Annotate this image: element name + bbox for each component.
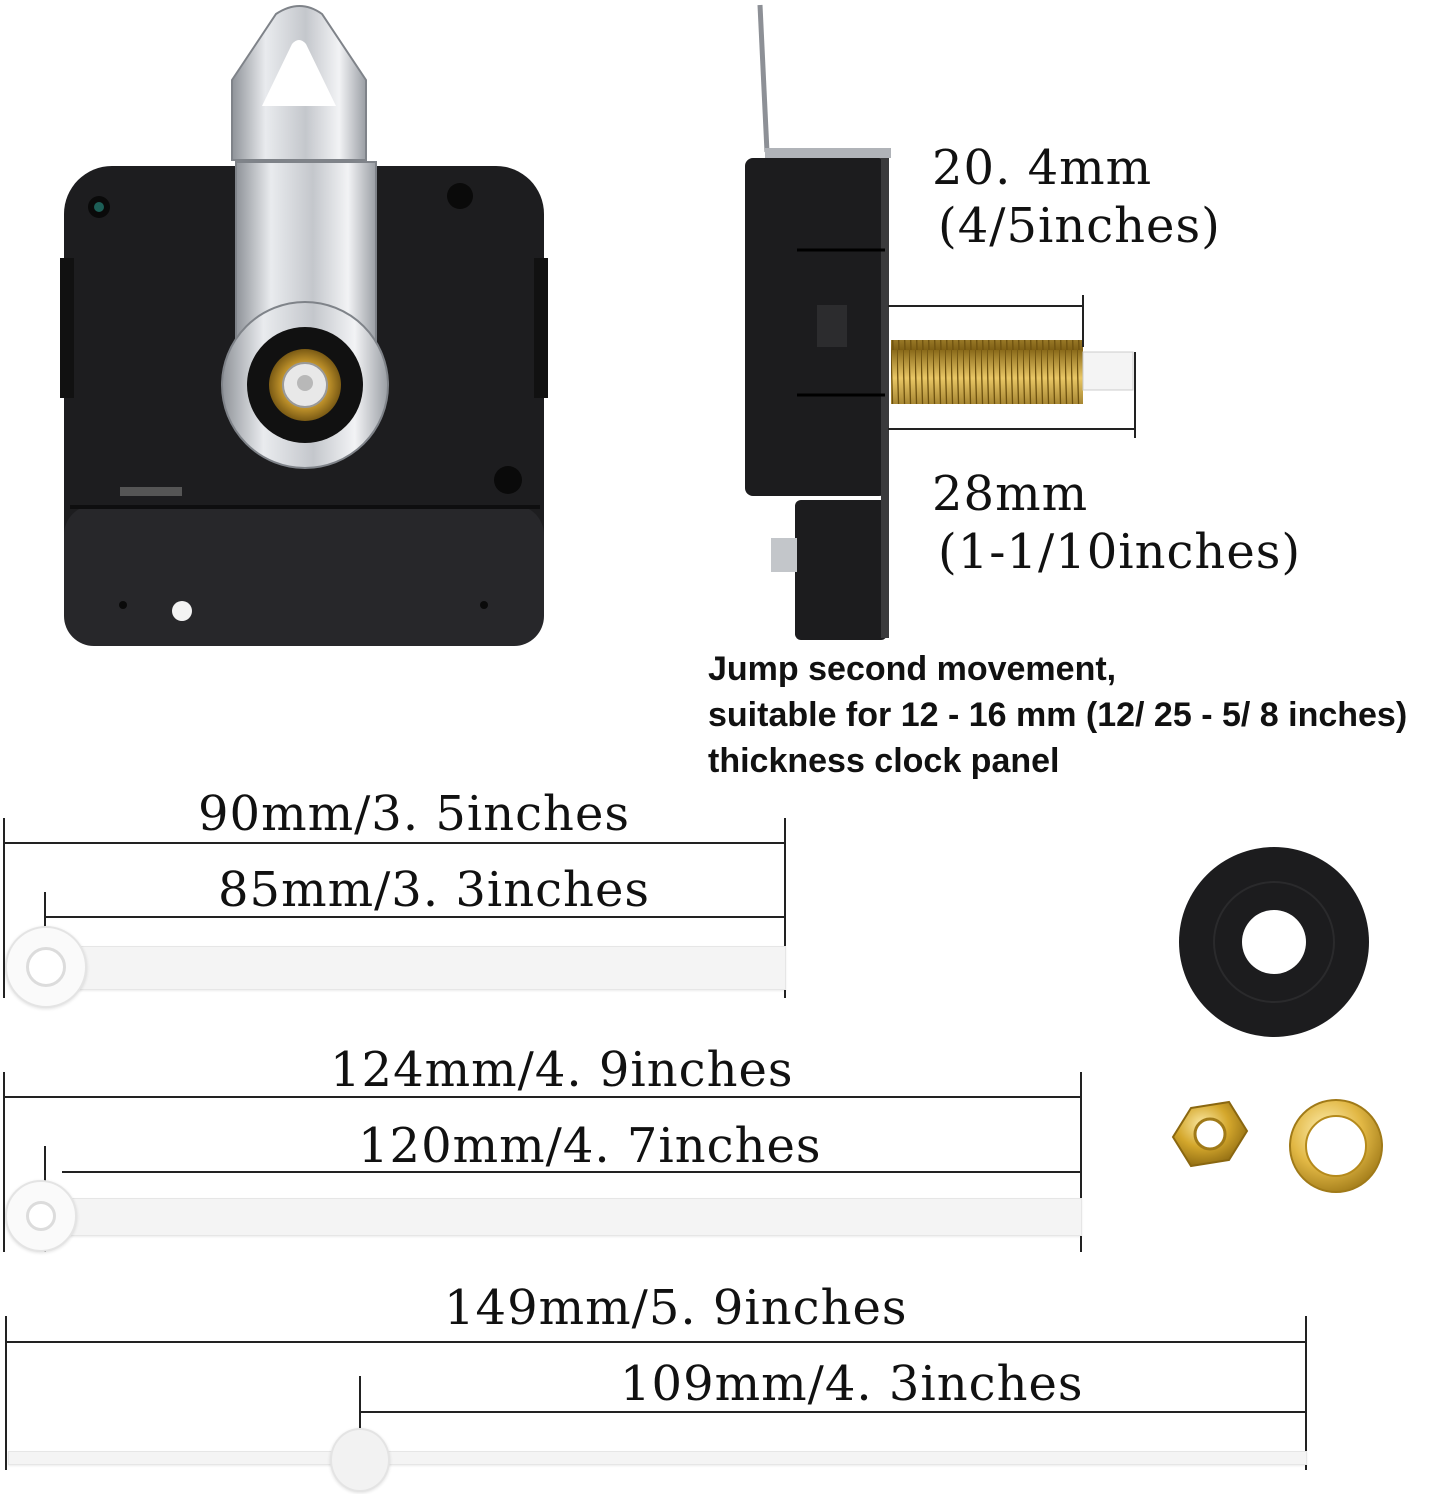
second-hand-right-tick xyxy=(784,818,786,998)
minute-hand-length-line xyxy=(62,1171,1082,1173)
hour-hand-length-line xyxy=(360,1411,1307,1413)
shaft-dimension-line xyxy=(888,428,1136,430)
hour-hand-length-label: 109mm/4. 3inches xyxy=(620,1356,1084,1412)
minute-hand-length-label: 120mm/4. 7inches xyxy=(358,1118,822,1174)
shaft-dimension-tick xyxy=(1134,352,1136,438)
hour-hand-hub xyxy=(330,1428,390,1492)
hour-hand-center-tick xyxy=(359,1376,361,1472)
minute-hand-right-tick xyxy=(1080,1072,1082,1252)
rubber-washer xyxy=(1179,847,1369,1037)
second-hand-hub xyxy=(5,926,87,1008)
brass-ring-washer xyxy=(1289,1099,1383,1193)
minute-hand-hub xyxy=(5,1180,77,1252)
shaft-mm-label: 28mm xyxy=(932,466,1089,522)
second-hand-total-line xyxy=(3,842,786,844)
description-line: suitable for 12 - 16 mm (12/ 25 - 5/ 8 i… xyxy=(708,696,1408,734)
description-line: thickness clock panel xyxy=(708,742,1060,780)
brass-nut xyxy=(1171,1100,1249,1168)
thickness-dimension-tick xyxy=(1082,295,1084,347)
thickness-inch-label: (4/5inches) xyxy=(938,198,1221,254)
movement-front-view xyxy=(60,5,548,646)
movement-side-view xyxy=(745,4,1134,640)
minute-hand-total-line xyxy=(3,1096,1082,1098)
second-hand-total-label: 90mm/3. 5inches xyxy=(198,786,630,842)
minute-hand xyxy=(50,1198,1082,1236)
shaft-inch-label: (1-1/10inches) xyxy=(938,524,1302,580)
description-line: Jump second movement, xyxy=(708,650,1117,688)
movement-description: Jump second movement, suitable for 12 - … xyxy=(708,646,1407,784)
second-hand-length-label: 85mm/3. 3inches xyxy=(218,862,650,918)
second-hand xyxy=(60,946,786,990)
hour-hand-right-tick xyxy=(1305,1316,1307,1470)
thickness-dimension-line xyxy=(888,305,1084,307)
second-hand-length-line xyxy=(45,916,785,918)
accessories xyxy=(1171,847,1383,1193)
hour-hand-left-tick xyxy=(5,1316,7,1470)
hour-hand-total-line xyxy=(5,1341,1307,1343)
thickness-mm-label: 20. 4mm xyxy=(932,140,1153,196)
minute-hand-total-label: 124mm/4. 9inches xyxy=(330,1042,794,1098)
hour-hand xyxy=(8,1451,1307,1465)
second-hand-left-tick xyxy=(3,818,5,998)
hour-hand-total-label: 149mm/5. 9inches xyxy=(444,1280,908,1336)
minute-hand-left-tick xyxy=(3,1072,5,1252)
